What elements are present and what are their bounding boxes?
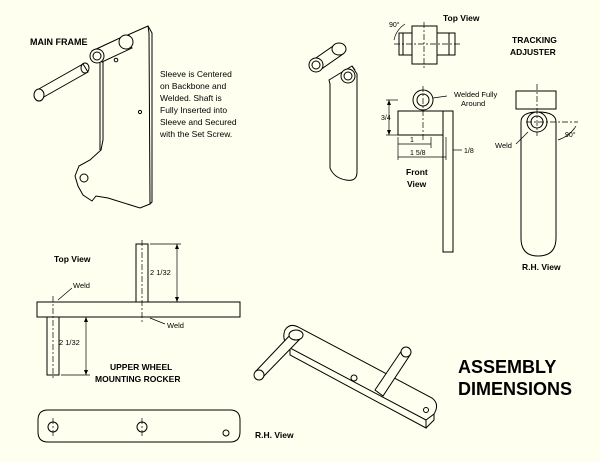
main-frame-title: MAIN FRAME: [30, 37, 88, 47]
rocker-iso: [253, 324, 438, 429]
main-frame-note-line: Sleeve and Secured: [160, 117, 237, 127]
tracking-title-line: TRACKING: [512, 35, 557, 45]
rocker-title-line: UPPER WHEEL: [110, 362, 172, 372]
rocker-weld-bottom: Weld: [167, 321, 184, 330]
main-frame-drawing: [33, 25, 153, 209]
main-frame-note: Sleeve is Centered on Backbone and Welde…: [159, 69, 237, 139]
main-frame-note-line: Sleeve is Centered: [160, 69, 232, 79]
rocker-rh-view: [37, 409, 241, 443]
tracking-top-view-label: Top View: [443, 13, 480, 23]
tracking-dim-inner: 1: [410, 137, 414, 144]
tracking-front-view-label-line: View: [407, 179, 427, 189]
main-frame-note-line: Fully Inserted into: [160, 105, 227, 115]
main-frame-note-line: Welded. Shaft is: [160, 93, 222, 103]
tracking-title-line: ADJUSTER: [510, 47, 556, 57]
tracking-top-view: [393, 22, 460, 70]
tracking-front-view-label-line: Front: [406, 167, 428, 177]
tracking-dim-overall: 1 5/8: [410, 150, 426, 157]
rocker-dim-lower: 2 1/32: [59, 338, 80, 347]
tracking-rh-view-label: R.H. View: [522, 262, 561, 272]
tracking-weld-note-line: Around: [461, 99, 485, 108]
rocker-top-view-label: Top View: [54, 254, 91, 264]
tracking-adjuster-iso: [308, 42, 358, 181]
rocker-top-view: [36, 240, 241, 380]
tracking-rh-angle: 90°: [565, 131, 576, 139]
main-frame-note-line: with the Set Screw.: [159, 129, 232, 139]
tracking-front-view: [386, 86, 462, 253]
tracking-dim-height: 3/4: [381, 115, 391, 122]
rocker-weld-top: Weld: [73, 281, 90, 290]
assembly-title-line: ASSEMBLY: [458, 357, 556, 377]
tracking-weld-note-line: Welded Fully: [454, 90, 497, 99]
rocker-dim-upper: 2 1/32: [150, 268, 171, 277]
main-frame-note-line: on Backbone and: [160, 81, 226, 91]
rocker-rh-view-label: R.H. View: [255, 430, 294, 440]
tracking-top-angle: 90°: [389, 21, 400, 29]
rocker-title-line: MOUNTING ROCKER: [95, 374, 180, 384]
tracking-weld-label: Weld: [495, 141, 512, 150]
assembly-title-line: DIMENSIONS: [458, 379, 572, 399]
tracking-dim-offset: 1/8: [464, 148, 474, 155]
tracking-rh-view: [515, 84, 578, 257]
